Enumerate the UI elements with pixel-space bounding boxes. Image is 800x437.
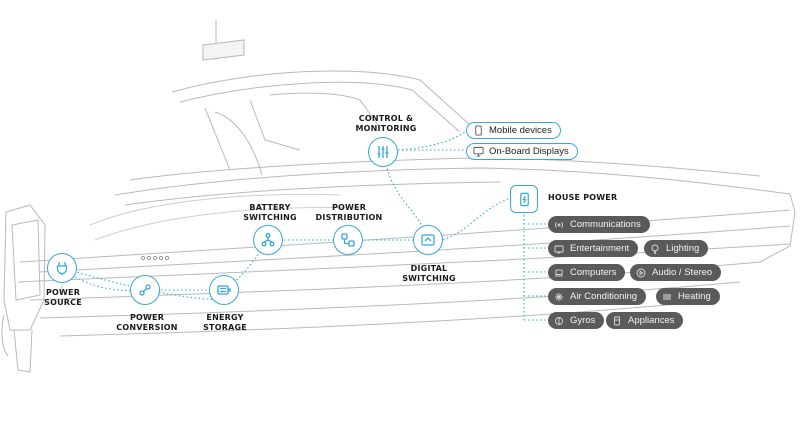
battery-switching-label: BATTERY SWITCHING <box>243 203 297 222</box>
switch-network-icon <box>261 233 275 247</box>
communications-pill[interactable]: Communications <box>548 216 650 233</box>
play-circle-icon <box>636 268 646 277</box>
tv-icon <box>554 245 564 253</box>
computers-text: Computers <box>570 267 617 278</box>
entertainment-text: Entertainment <box>570 243 630 254</box>
power-source-node[interactable] <box>47 253 77 283</box>
audio-stereo-pill[interactable]: Audio / Stereo <box>630 264 722 281</box>
power-source-label: POWER SOURCE <box>44 288 82 307</box>
monitor-icon <box>473 146 484 157</box>
appliances-pill[interactable]: Appliances <box>606 312 684 329</box>
mobile-devices-pill[interactable]: Mobile devices <box>466 122 561 139</box>
air-conditioning-text: Air Conditioning <box>570 291 638 302</box>
house-power-label: HOUSE POWER <box>548 193 618 202</box>
sliders-icon <box>377 146 389 158</box>
heating-pill[interactable]: Heating <box>656 288 720 305</box>
control-monitoring-label: CONTROL & MONITORING <box>355 114 417 133</box>
power-distribution-node[interactable] <box>333 225 363 255</box>
digital-switch-icon <box>421 234 435 246</box>
gyros-text: Gyros <box>570 315 596 326</box>
mobile-devices-text: Mobile devices <box>489 125 552 136</box>
phone-power-icon <box>519 192 529 206</box>
communications-text: Communications <box>570 219 641 230</box>
appliances-text: Appliances <box>628 315 675 326</box>
onboard-displays-pill[interactable]: On-Board Displays <box>466 143 578 160</box>
energy-storage-label: ENERGY STORAGE <box>203 313 247 332</box>
computers-pill[interactable]: Computers <box>548 264 626 281</box>
snowflake-icon <box>555 292 563 301</box>
gyros-pill[interactable]: Gyros <box>548 312 605 329</box>
power-distribution-label: POWER DISTRIBUTION <box>315 203 383 222</box>
gyro-icon <box>555 316 563 325</box>
heating-text: Heating <box>678 291 711 302</box>
conversion-icon <box>139 284 151 296</box>
air-conditioning-pill[interactable]: Air Conditioning <box>548 288 647 305</box>
entertainment-pill[interactable]: Entertainment <box>548 240 639 257</box>
heat-waves-icon <box>663 294 671 299</box>
audio-stereo-text: Audio / Stereo <box>652 267 713 278</box>
energy-storage-node[interactable] <box>209 275 239 305</box>
control-monitoring-node[interactable] <box>368 137 398 167</box>
power-conversion-label: POWER CONVERSION <box>116 313 178 332</box>
laptop-icon <box>555 269 563 276</box>
battery-icon <box>217 285 231 295</box>
lighting-text: Lighting <box>666 243 700 254</box>
power-conversion-node[interactable] <box>130 275 160 305</box>
digital-switching-label: DIGITAL SWITCHING <box>402 264 456 283</box>
distribution-icon <box>341 233 355 247</box>
refrigerator-icon <box>614 316 620 325</box>
battery-switching-node[interactable] <box>253 225 283 255</box>
onboard-displays-text: On-Board Displays <box>489 146 569 157</box>
broadcast-icon <box>555 221 563 228</box>
house-power-node[interactable] <box>510 185 538 213</box>
lightbulb-icon <box>651 244 659 254</box>
digital-switching-node[interactable] <box>413 225 443 255</box>
lighting-pill[interactable]: Lighting <box>644 240 709 257</box>
mobile-phone-icon <box>475 125 482 136</box>
plug-icon <box>56 262 68 275</box>
